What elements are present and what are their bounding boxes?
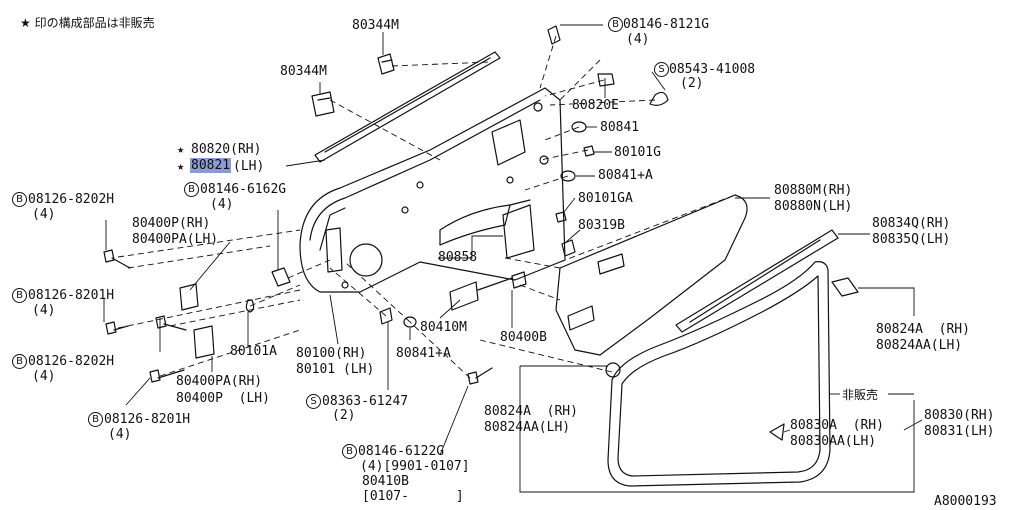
bolt-symbol-icon: B [608,17,623,32]
star-mark-icon: ★ [177,142,185,156]
label-08126-8201H-bottom-qty: (4) [108,427,132,442]
label-80400P-lh: 80400P (LH) [176,391,270,406]
label-08146-6122G: 08146-6122G [358,444,445,459]
label-80410B-range: [0107- ] [362,489,464,504]
label-08126-8202H-top-qty: (4) [32,207,56,222]
label-80824AA-center: 80824AA(LH) [484,420,571,435]
label-08146-6162G: 08146-6162G [200,182,287,197]
bolt-symbol-icon: B [12,288,27,303]
label-80410M: 80410M [420,320,467,335]
clip-80344M-left [311,91,335,117]
label-08363-61247-qty: (2) [332,408,356,423]
label-80880N: 80880N(LH) [774,199,853,214]
bolt-symbol-icon: B [12,354,27,369]
label-80400PA-rh: 80400PA(RH) [176,374,263,389]
opening-weatherstrip [607,261,831,487]
bolt-symbol-icon: B [342,444,357,459]
star-mark-icon: ★ [177,159,185,173]
label-80319B: 80319B [578,218,625,233]
label-80101A: 80101A [230,344,277,359]
label-80830A: 80830A (RH) [790,418,884,433]
label-08146-8121G: 08146-8121G [623,17,710,32]
bolt-symbol-icon: B [88,412,103,427]
hardware [179,25,859,441]
label-80830AA: 80830AA(LH) [790,434,877,449]
screw-symbol-icon: S [306,394,321,409]
label-80820E: 80820E [572,98,619,113]
label-08126-8201H-top: 08126-8201H [28,288,115,303]
label-08543-41008: 08543-41008 [669,62,756,77]
header-note: ★ 印の構成部品は非販売 [20,16,155,30]
screw-symbol-icon: S [654,62,669,77]
label-80821-highlighted: 80821 [190,158,232,173]
label-08363-61247: 08363-61247 [322,394,409,409]
label-80101G: 80101G [614,145,661,160]
label-80824A-right: 80824A (RH) [876,322,970,337]
label-08146-6122G-qty: (4)[9901-0107] [360,459,470,474]
label-08126-8202H-bottom-qty: (4) [32,369,56,384]
label-80841A-upper: 80841+A [598,168,653,183]
door-trim-panel [555,194,748,356]
label-80858: 80858 [438,250,478,265]
bolt-symbol-icon: B [12,192,27,207]
diagram-reference-code: A8000193 [934,494,997,509]
label-80400P-rh: 80400P(RH) [132,216,211,231]
label-80834Q: 80834Q(RH) [872,216,951,231]
label-80400PA-lh: 80400PA(LH) [132,232,219,247]
label-not-for-sale: 非販売 [842,388,879,402]
bolt-symbol-icon: B [184,182,199,197]
label-80824A-center: 80824A (RH) [484,404,578,419]
inner-weatherstrip [675,229,839,333]
label-80824AA-right: 80824AA(LH) [876,338,963,353]
label-08146-8121G-qty: (4) [626,32,650,47]
label-80344M-top: 80344M [352,18,399,33]
label-80841A-lower: 80841+A [396,346,451,361]
label-80841: 80841 [600,120,640,135]
label-80830RH: 80830(RH) [924,408,995,423]
label-08126-8202H-top: 08126-8202H [28,192,115,207]
label-08126-8201H-bottom: 08126-8201H [104,412,191,427]
label-08146-6162G-qty: (4) [210,197,234,212]
label-08126-8201H-top-qty: (4) [32,303,56,318]
belt-moulding [314,51,501,163]
bolts [103,249,493,385]
door-outer-panel [299,87,566,293]
label-80821-side: (LH) [233,159,265,174]
label-08126-8202H-bottom: 08126-8202H [28,354,115,369]
label-80410B: 80410B [362,474,409,489]
label-80400B: 80400B [500,330,547,345]
label-80880M: 80880M(RH) [774,183,853,198]
label-80101-lh: 80101 (LH) [296,362,375,377]
label-80835Q: 80835Q(LH) [872,232,951,247]
label-80101GA: 80101GA [578,191,633,206]
label-08543-41008-qty: (2) [680,76,704,91]
label-80344M-left: 80344M [280,64,327,79]
label-80100-rh: 80100(RH) [296,346,367,361]
clip-80344M-top [377,53,395,75]
label-80820-rh: 80820(RH) [191,142,262,157]
label-80831LH: 80831(LH) [924,424,995,439]
